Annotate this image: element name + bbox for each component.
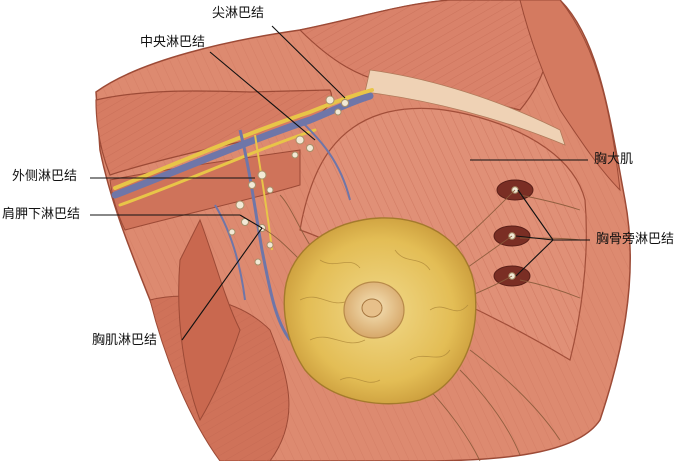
label-subscapular-nodes: 肩胛下淋巴结 xyxy=(2,207,81,222)
leader-lines xyxy=(90,25,590,341)
label-apical-nodes: 尖淋巴结 xyxy=(212,6,265,21)
label-lateral-nodes: 外侧淋巴结 xyxy=(12,169,78,184)
label-central-nodes: 中央淋巴结 xyxy=(140,35,206,50)
nipple xyxy=(361,298,383,318)
label-pectoral-nodes: 胸肌淋巴结 xyxy=(92,333,158,348)
clavicle-band xyxy=(364,69,566,146)
label-pectoralis-major: 胸大肌 xyxy=(594,152,634,167)
label-parasternal-nodes: 胸骨旁淋巴结 xyxy=(596,232,675,247)
axillary-bundle xyxy=(111,88,374,341)
latissimus-muscle xyxy=(178,218,241,422)
neck-muscle xyxy=(519,0,621,192)
